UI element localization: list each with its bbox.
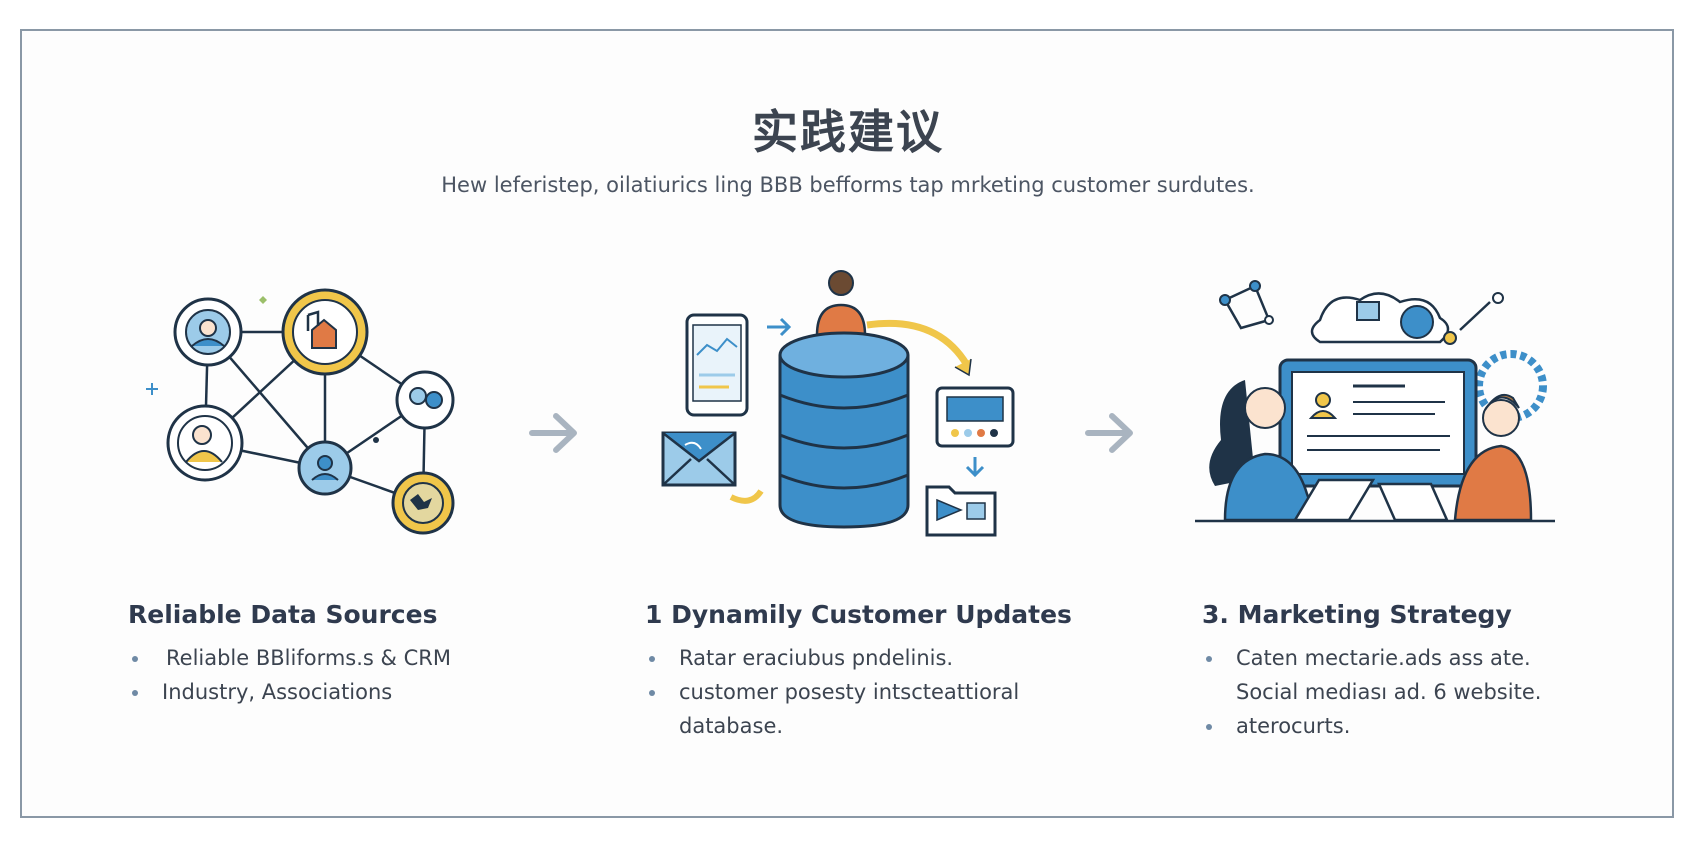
list-item-continuation: Social mediası ad. 6 website. bbox=[1236, 680, 1542, 704]
bullet-dot bbox=[132, 690, 138, 696]
list-item-text: Ratar eraciubus pndelinis. bbox=[679, 646, 954, 670]
page-subtitle: Hew leferistep, oilatiurics ling BBB bef… bbox=[441, 173, 1255, 197]
bullet-dot bbox=[1206, 656, 1212, 662]
list-item: aterocurts. bbox=[1202, 709, 1642, 743]
bullet-list: Ratar eraciubus pndelinis. customer pose… bbox=[645, 641, 1085, 743]
list-item-continuation: database. bbox=[679, 714, 784, 738]
list-item: customer posesty intscteattioral bbox=[645, 675, 1085, 709]
column-heading: 3. Marketing Strategy bbox=[1202, 600, 1512, 629]
list-item-text: Industry, Associations bbox=[162, 680, 393, 704]
column-customer-updates: 1 Dynamily Customer Updates Ratar eraciu… bbox=[645, 600, 1085, 743]
list-item: Reliable BBliforms.s & CRM bbox=[128, 641, 548, 675]
bullet-list: Caten mectarie.ads ass ate. Social media… bbox=[1202, 641, 1642, 743]
list-item: Caten mectarie.ads ass ate. bbox=[1202, 641, 1642, 675]
column-heading: Reliable Data Sources bbox=[128, 600, 438, 629]
marketing-team-icon bbox=[1195, 280, 1555, 523]
list-item-text: Reliable BBliforms.s & CRM bbox=[166, 646, 451, 670]
list-item-text: aterocurts. bbox=[1236, 714, 1351, 738]
column-data-sources: Reliable Data Sources Reliable BBliforms… bbox=[128, 600, 548, 709]
network-icon bbox=[146, 288, 455, 535]
arrow-right-icon bbox=[1085, 413, 1133, 453]
page-title: 实践建议 bbox=[752, 105, 944, 159]
arrow-right-icon bbox=[529, 413, 577, 453]
bullet-dot bbox=[1206, 724, 1212, 730]
list-item: Ratar eraciubus pndelinis. bbox=[645, 641, 1085, 675]
list-item-text: customer posesty intscteattioral bbox=[679, 680, 1020, 704]
bullet-dot bbox=[132, 656, 138, 662]
database-icon bbox=[661, 270, 1015, 537]
column-marketing-strategy: 3. Marketing Strategy Caten mectarie.ads… bbox=[1202, 600, 1642, 743]
list-item: Industry, Associations bbox=[128, 675, 548, 709]
bullet-dot bbox=[649, 690, 655, 696]
bullet-dot bbox=[649, 656, 655, 662]
bullet-list: Reliable BBliforms.s & CRM Industry, Ass… bbox=[128, 641, 548, 709]
column-heading: 1 Dynamily Customer Updates bbox=[645, 600, 1072, 629]
list-item-text: Caten mectarie.ads ass ate. bbox=[1236, 646, 1531, 670]
